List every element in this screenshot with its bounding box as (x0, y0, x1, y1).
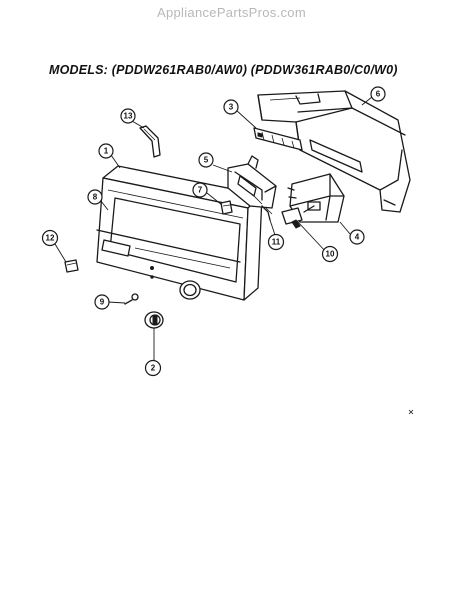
callout-1: 1 (98, 143, 114, 159)
part-12-button-cap (64, 259, 79, 273)
part-4-timer (287, 173, 345, 223)
callout-6: 6 (370, 86, 386, 102)
part-2-knob (144, 311, 164, 329)
callout-4: 4 (349, 229, 365, 245)
callout-9: 9 (94, 294, 110, 310)
callout-3: 3 (223, 99, 239, 115)
svg-text:7: 7 (198, 186, 203, 195)
watermark: AppliancePartsPros.com (157, 5, 306, 20)
svg-text:3: 3 (229, 103, 234, 112)
callout-10: 10 (321, 245, 339, 263)
svg-text:9: 9 (100, 298, 105, 307)
part-10-switch (281, 207, 303, 229)
part-8-graphics-panel (96, 229, 241, 300)
svg-text:11: 11 (272, 238, 281, 247)
svg-text:1: 1 (104, 147, 109, 156)
part-13-bracket (139, 125, 161, 158)
svg-text:4: 4 (355, 233, 360, 242)
part-9-screw (124, 293, 139, 305)
part-5-switch-assembly (227, 155, 277, 209)
callout-8: 8 (87, 189, 103, 205)
callout-11: 11 (267, 233, 285, 251)
callout-2: 2 (144, 359, 162, 377)
svg-text:12: 12 (46, 234, 55, 243)
models-title: MODELS: (PDDW261RAB0/AW0) (PDDW361RAB0/C… (49, 63, 398, 77)
svg-text:13: 13 (124, 112, 133, 121)
part-11-connector (261, 205, 273, 221)
svg-text:5: 5 (204, 156, 209, 165)
part-6-console-housing (257, 90, 411, 213)
leader-lines (54, 96, 373, 360)
registration-mark (408, 409, 414, 415)
callout-5: 5 (198, 152, 214, 168)
svg-text:2: 2 (151, 364, 156, 373)
svg-text:8: 8 (93, 193, 98, 202)
callout-13: 13 (120, 108, 136, 124)
svg-text:6: 6 (376, 90, 381, 99)
callout-7: 7 (192, 182, 208, 198)
svg-text:10: 10 (326, 250, 335, 259)
callout-12: 12 (41, 229, 59, 247)
part-3-switch-strip (253, 127, 303, 151)
part-7-clip (220, 200, 233, 215)
